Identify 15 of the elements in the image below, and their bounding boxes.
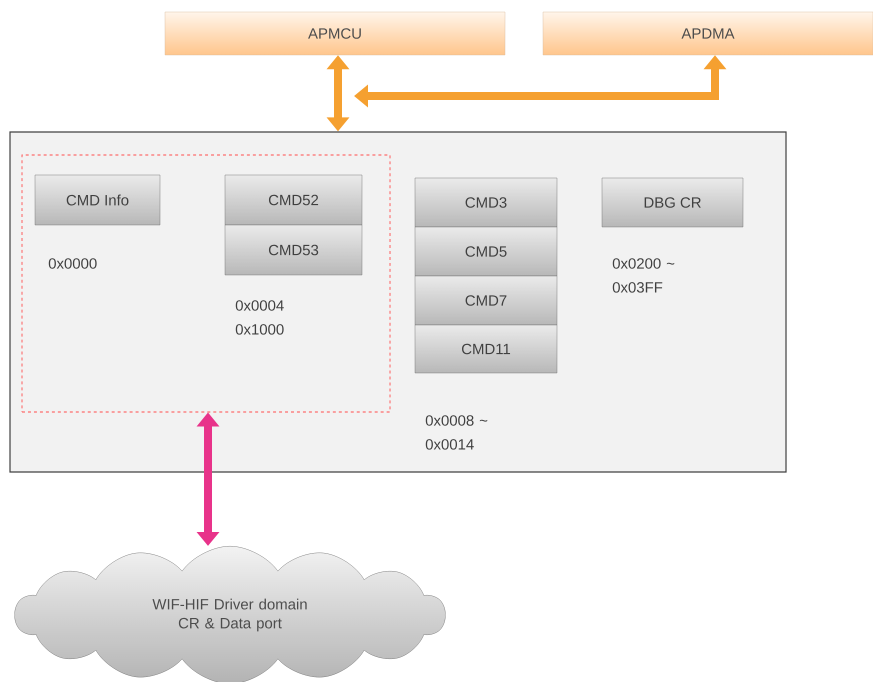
address-label: 0x0004 0x1000 [236, 300, 284, 335]
register-box: DBG CR [602, 178, 744, 228]
register-box: CMD Info [34, 174, 160, 226]
register-box: CMD7 [414, 276, 558, 326]
module-box: APDMA [542, 12, 873, 56]
register-box: CMD5 [414, 226, 558, 276]
module-box: APMCU [164, 12, 506, 56]
register-box: CMD52 [224, 174, 362, 226]
register-box: CMD53 [224, 224, 362, 276]
register-box: CMD11 [414, 324, 558, 374]
register-box: CMD3 [414, 178, 558, 228]
address-label: 0x0008 ~ 0x0014 [426, 415, 488, 450]
dashed-region [22, 154, 390, 412]
address-label: 0x0200 ~ 0x03FF [612, 258, 674, 293]
address-label: 0x0000 [48, 258, 97, 269]
